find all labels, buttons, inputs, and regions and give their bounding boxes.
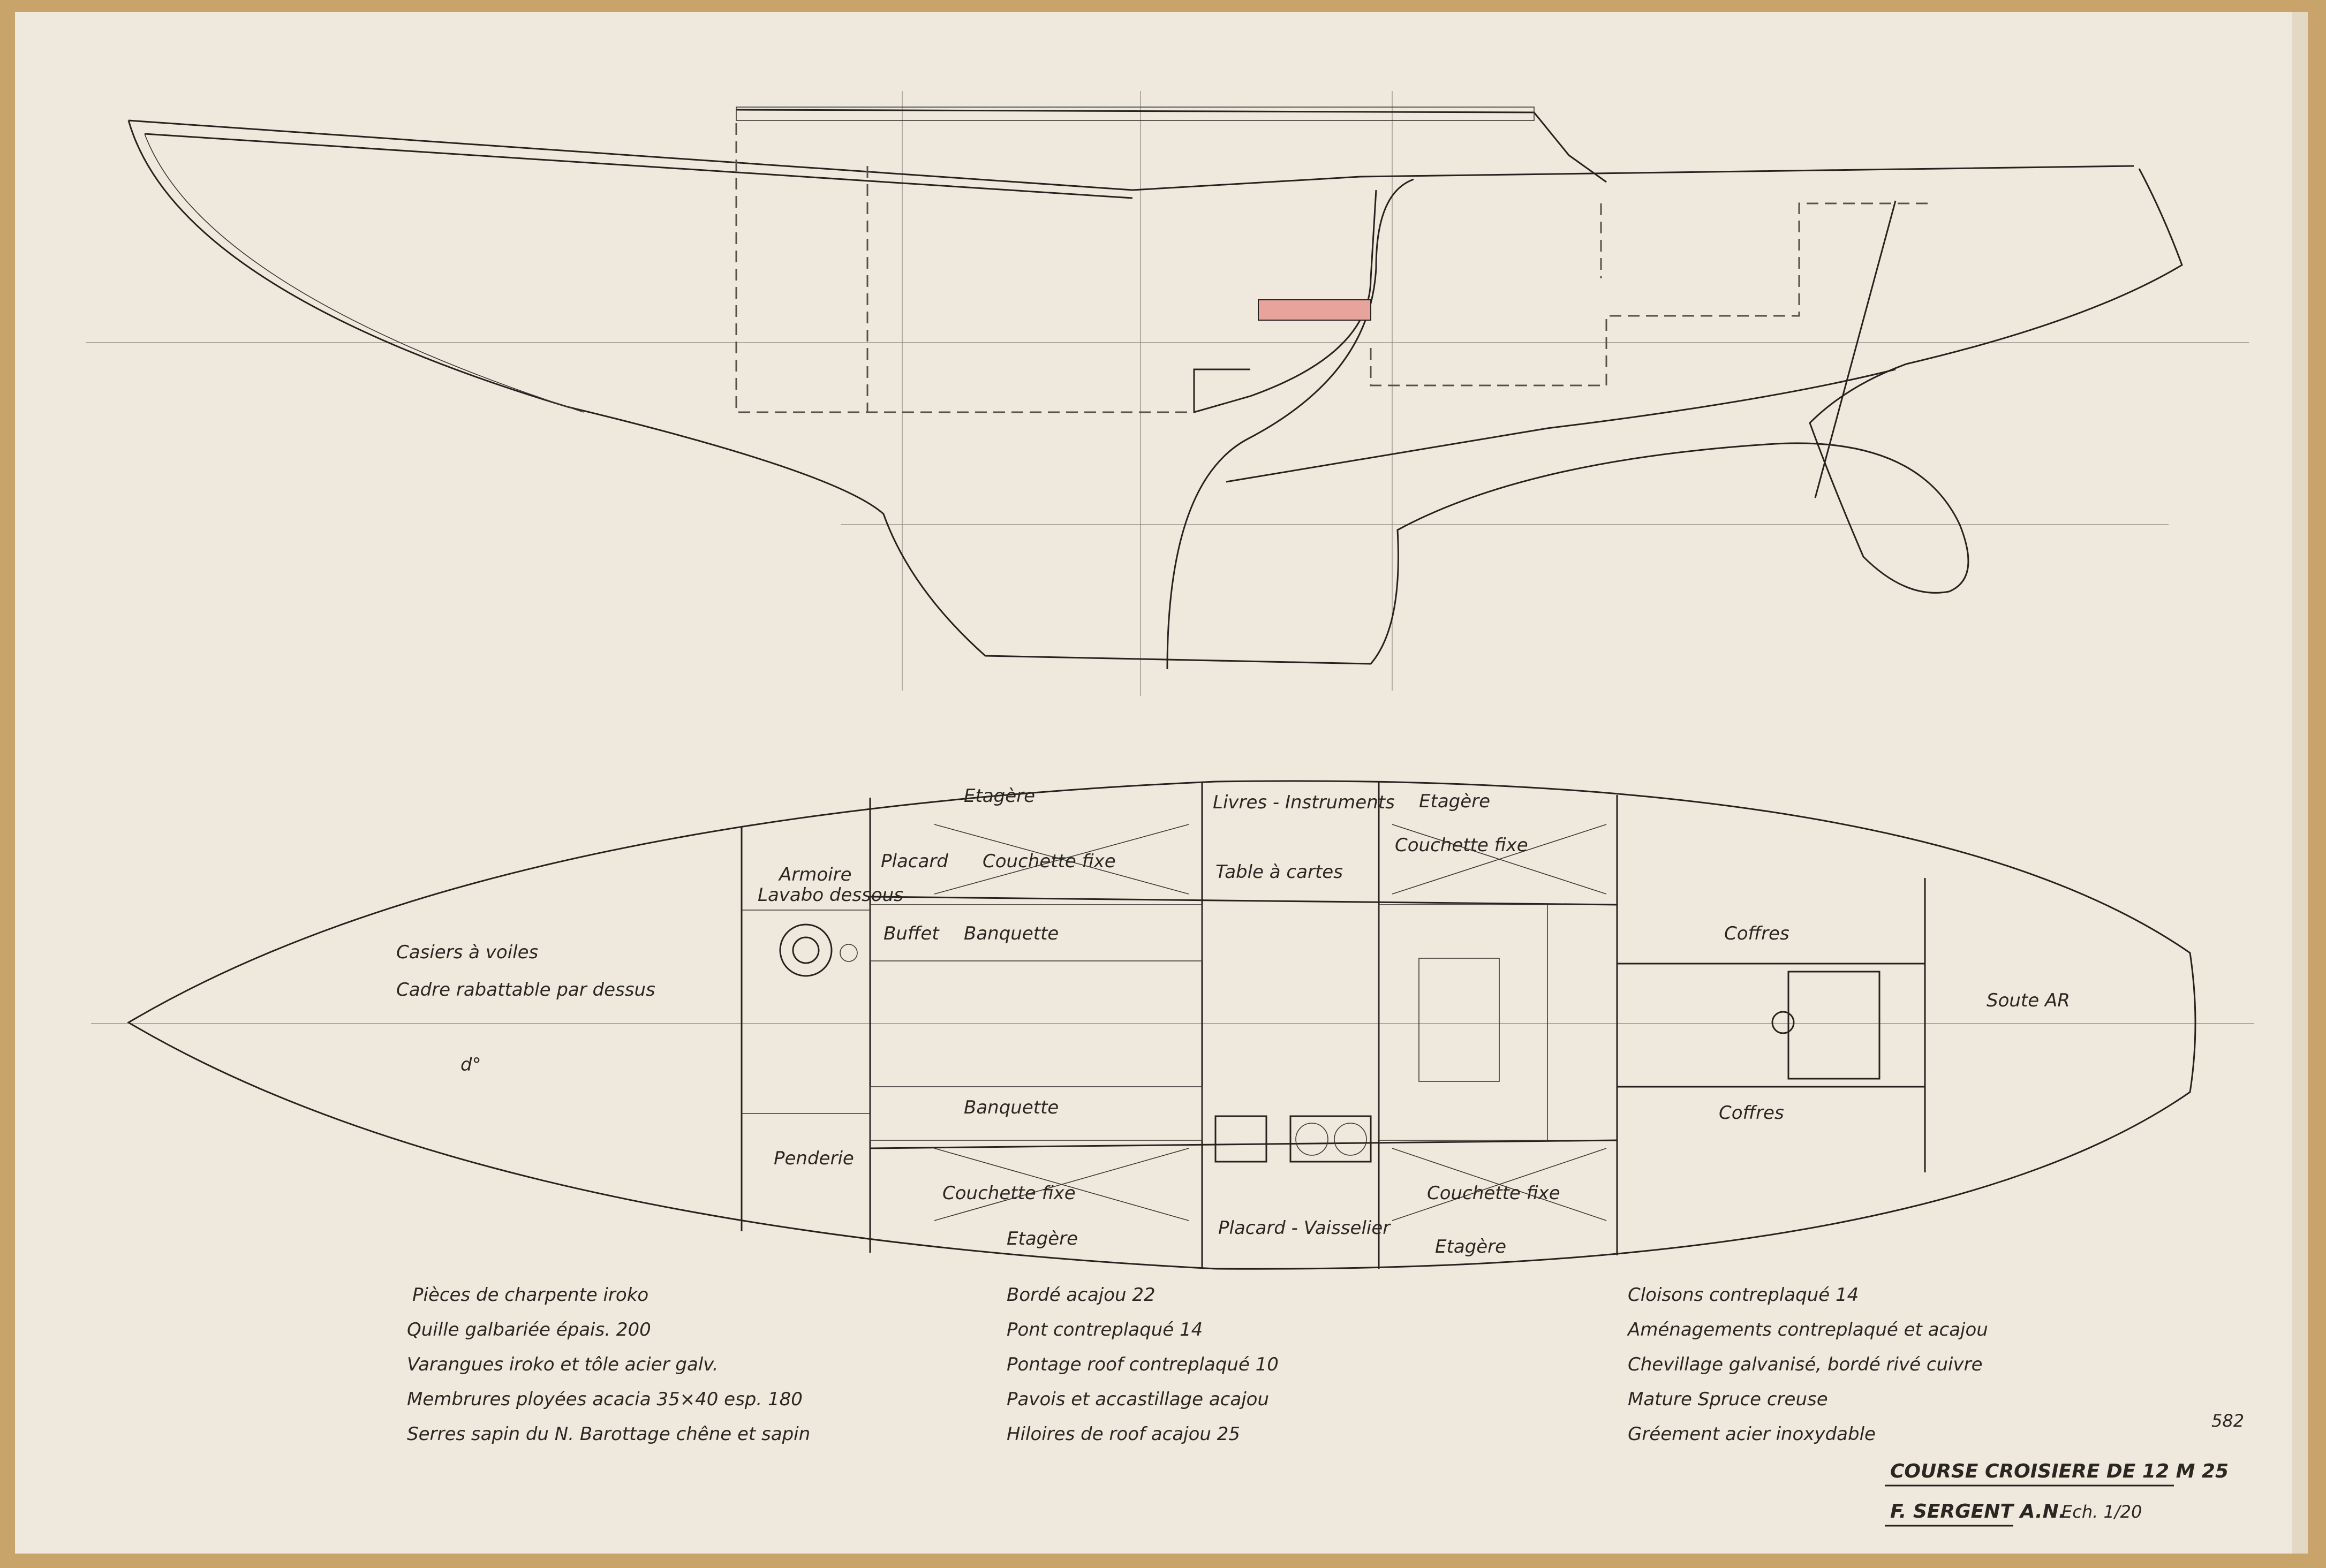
label-couchette: Couchette fixe (1395, 835, 1528, 856)
profile-view (86, 91, 2249, 696)
spec-line: Pont contreplaqué 14 (1007, 1319, 1203, 1340)
deck-line (144, 133, 1133, 199)
deck-outline (127, 780, 2196, 1270)
sink-box (1214, 1115, 1267, 1163)
label-couchette: Couchette fixe (1427, 1183, 1560, 1204)
spec-line: Quille galbariée épais. 200 (407, 1319, 651, 1340)
cockpit-hatch (1787, 971, 1881, 1080)
spec-line: Serres sapin du N. Barottage chêne et sa… (407, 1423, 810, 1445)
berth-crosses (934, 824, 1607, 1221)
burner (1295, 1123, 1328, 1156)
stove (1289, 1115, 1372, 1163)
washbasin (779, 923, 833, 977)
keel-post (1166, 178, 1414, 670)
label-soute: Soute AR (1987, 990, 2070, 1011)
specifications: Pièces de charpente iroko Quille galbari… (407, 1284, 1988, 1445)
label-etagere: Etagère (1007, 1228, 1078, 1249)
label-table-cartes: Table à cartes (1215, 861, 1343, 883)
drawing-scale: Ech. 1/20 (2061, 1502, 2142, 1522)
spec-line: Pontage roof contreplaqué 10 (1007, 1354, 1279, 1375)
label-cadre: Cadre rabattable par dessus (396, 979, 655, 1001)
label-coffres: Coffres (1719, 1102, 1784, 1124)
title-block: 582 COURSE CROISIERE DE 12 M 25 F. SERGE… (1885, 1411, 2244, 1527)
tap (840, 944, 858, 962)
washbasin-drain (792, 936, 820, 964)
settee-hatch (870, 904, 1548, 1141)
spec-line: Hiloires de roof acajou 25 (1007, 1423, 1240, 1445)
label-lavabo: Lavabo dessous (758, 884, 903, 906)
interior-dash (735, 123, 1194, 413)
plan-view: Etagère Etagère Livres - Instruments Arm… (91, 780, 2254, 1270)
spec-line: Pavois et accastillage acajou (1007, 1389, 1269, 1410)
spec-line: Aménagements contreplaqué et acajou (1627, 1319, 1988, 1340)
label-etagere: Etagère (964, 785, 1035, 807)
plan-labels: Etagère Etagère Livres - Instruments Arm… (396, 785, 2070, 1258)
label-armoire: Armoire (778, 864, 852, 885)
label-banquette: Banquette (964, 1097, 1059, 1118)
cockpit-well (1193, 190, 1377, 413)
label-couchette: Couchette fixe (983, 851, 1116, 872)
burner (1334, 1123, 1367, 1156)
label-coffres: Coffres (1724, 923, 1789, 944)
berth-edge (870, 896, 1618, 906)
label-penderie: Penderie (774, 1148, 854, 1169)
label-casiers-voiles: Casiers à voiles (396, 942, 538, 963)
drawing-number: 582 (2211, 1411, 2244, 1431)
label-ditto: d° (460, 1054, 481, 1075)
spec-line: Mature Spruce creuse (1628, 1389, 1828, 1410)
label-placard-vaisselier: Placard - Vaisselier (1218, 1217, 1391, 1239)
spec-line: Chevillage galvanisé, bordé rivé cuivre (1628, 1354, 1983, 1375)
spec-line: Varangues iroko et tôle acier galv. (407, 1354, 718, 1375)
spec-line: Bordé acajou 22 (1007, 1284, 1156, 1306)
designer-name: F. SERGENT A.N. (1890, 1501, 2066, 1522)
spec-line: Pièces de charpente iroko (412, 1284, 648, 1306)
cabin-roof (736, 109, 1607, 183)
rudder-stock (1814, 200, 1897, 498)
interior-dash (1370, 202, 1928, 387)
label-placard: Placard (881, 851, 948, 872)
label-banquette: Banquette (964, 923, 1059, 944)
cockpit-well-plan (1616, 963, 1926, 1088)
label-couchette: Couchette fixe (942, 1183, 1076, 1204)
counter-line (1226, 368, 1896, 483)
label-etagere: Etagère (1435, 1236, 1506, 1258)
label-etagere: Etagère (1419, 791, 1490, 812)
spec-line: Gréement acier inoxydable (1628, 1423, 1876, 1445)
cabin-coaming (736, 107, 1535, 121)
sheer-line (128, 119, 2134, 191)
drawing-title: COURSE CROISIERE DE 12 M 25 (1890, 1460, 2229, 1482)
label-livres-instruments: Livres - Instruments (1213, 792, 1395, 813)
highlighted-seat (1258, 299, 1371, 321)
inner-hull-line (144, 133, 584, 413)
label-buffet: Buffet (883, 923, 940, 944)
spec-line: Cloisons contreplaqué 14 (1628, 1284, 1859, 1306)
berth-edge (870, 1139, 1618, 1149)
cockpit-drain (1771, 1011, 1795, 1034)
paper (15, 12, 2308, 1554)
hull-profile (127, 120, 2183, 665)
spec-line: Membrures ployées acacia 35×40 esp. 180 (407, 1389, 803, 1410)
paper-edge (2292, 12, 2308, 1554)
